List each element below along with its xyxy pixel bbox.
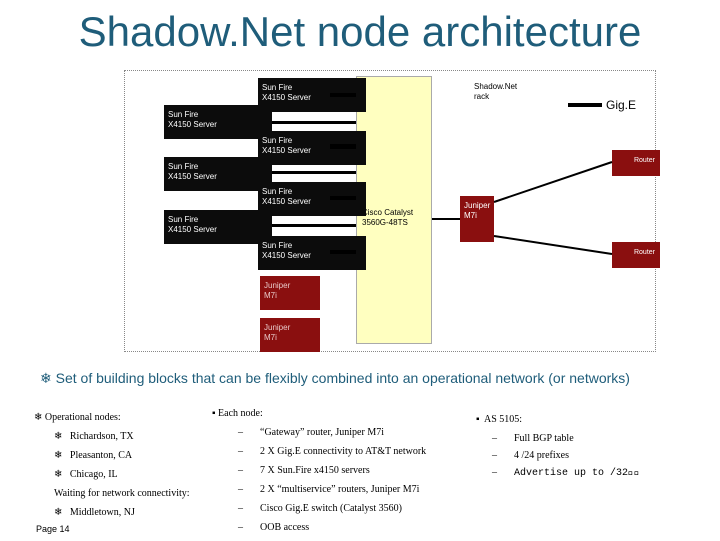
link-router-1 <box>493 161 613 203</box>
wire-server-6 <box>272 224 356 227</box>
operational-nodes: ❄ Operational nodes: ❄ Richardson, TX ❄ … <box>34 412 214 526</box>
wire-server-1 <box>330 93 356 97</box>
each-node-item-3: –7 X Sun.Fire x4150 servers <box>238 465 370 476</box>
operational-item-1: ❄ Richardson, TX <box>54 431 134 442</box>
diagram-frame <box>124 70 656 352</box>
operational-item-2: ❄ Pleasanton, CA <box>54 450 133 461</box>
bullet-icon: ❄ <box>54 469 63 480</box>
bullet-icon: ▪ <box>476 414 480 425</box>
legend-line <box>568 103 602 107</box>
bullet-icon: ❄ <box>54 431 63 442</box>
legend-label: Gig.E <box>606 98 637 112</box>
bullet-icon: ❄ <box>54 450 63 461</box>
router-2: Router <box>612 242 660 268</box>
slide-title: Shadow.Net node architecture <box>78 8 642 55</box>
each-node: ▪ Each node: –“Gateway” router, Juniper … <box>212 408 472 541</box>
wire-server-7 <box>330 250 356 254</box>
switch-label: Cisco Catalyst 3560G-48TS <box>362 208 413 228</box>
as-item-1: –Full BGP table <box>492 433 574 444</box>
operational-header-text: Operational nodes: <box>44 412 121 423</box>
summary-bullet-icon: ❄ <box>40 370 52 386</box>
summary-text: ❄ Set of building blocks that can be fle… <box>40 370 680 387</box>
as-header: ▪ AS 5105: <box>476 414 523 425</box>
as-item-3: –Advertise up to /32   <box>492 467 641 479</box>
as-item-2: –4 /24 prefixes <box>492 450 569 461</box>
bullet-icon: ▪ <box>212 408 216 419</box>
wire-server-4 <box>272 171 356 174</box>
juniper-multiservice-1: Juniper M7i <box>260 276 320 310</box>
wire-switch-juniper <box>432 218 460 220</box>
each-node-item-6: –OOB access <box>238 522 310 533</box>
wire-server-2 <box>272 121 356 124</box>
switch-rack <box>356 76 432 344</box>
operational-header: ❄ Operational nodes: <box>34 412 214 431</box>
page-number: Page 14 <box>36 524 70 534</box>
switch-label-text: Cisco Catalyst 3560G-48TS <box>362 208 414 227</box>
waiting-header: Waiting for network connectivity: <box>54 488 190 499</box>
rack-label: Shadow.Net rack <box>474 82 518 101</box>
each-node-item-5: –Cisco Gig.E switch (Catalyst 3560) <box>238 503 402 514</box>
each-node-item-1: –“Gateway” router, Juniper M7i <box>238 427 384 438</box>
waiting-item-1: ❄ Middletown, NJ <box>54 507 135 518</box>
juniper-gateway: Juniper M7i <box>460 196 494 242</box>
server-4: Sun Fire X4150 Server <box>164 157 272 191</box>
link-router-2 <box>493 235 613 255</box>
bullet-icon: ❄ <box>34 412 43 423</box>
wire-server-3 <box>330 144 356 149</box>
bullet-icon: ❄ <box>54 507 63 518</box>
juniper-multiservice-2: Juniper M7i <box>260 318 320 352</box>
router-1: Router <box>612 150 660 176</box>
each-node-item-2: –2 X Gig.E connectivity to AT&T network <box>238 446 427 457</box>
each-node-header: ▪ Each node: <box>212 408 263 419</box>
operational-item-3: ❄ Chicago, IL <box>54 469 118 480</box>
as-info: ▪ AS 5105: –Full BGP table –4 /24 prefix… <box>476 414 696 484</box>
each-node-item-4: –2 X “multiservice” routers, Juniper M7i <box>238 484 420 495</box>
wire-server-5 <box>330 196 356 200</box>
server-6: Sun Fire X4150 Server <box>164 210 272 244</box>
server-2: Sun Fire X4150 Server <box>164 105 272 139</box>
summary-body: Set of building blocks that can be flexi… <box>55 370 630 386</box>
